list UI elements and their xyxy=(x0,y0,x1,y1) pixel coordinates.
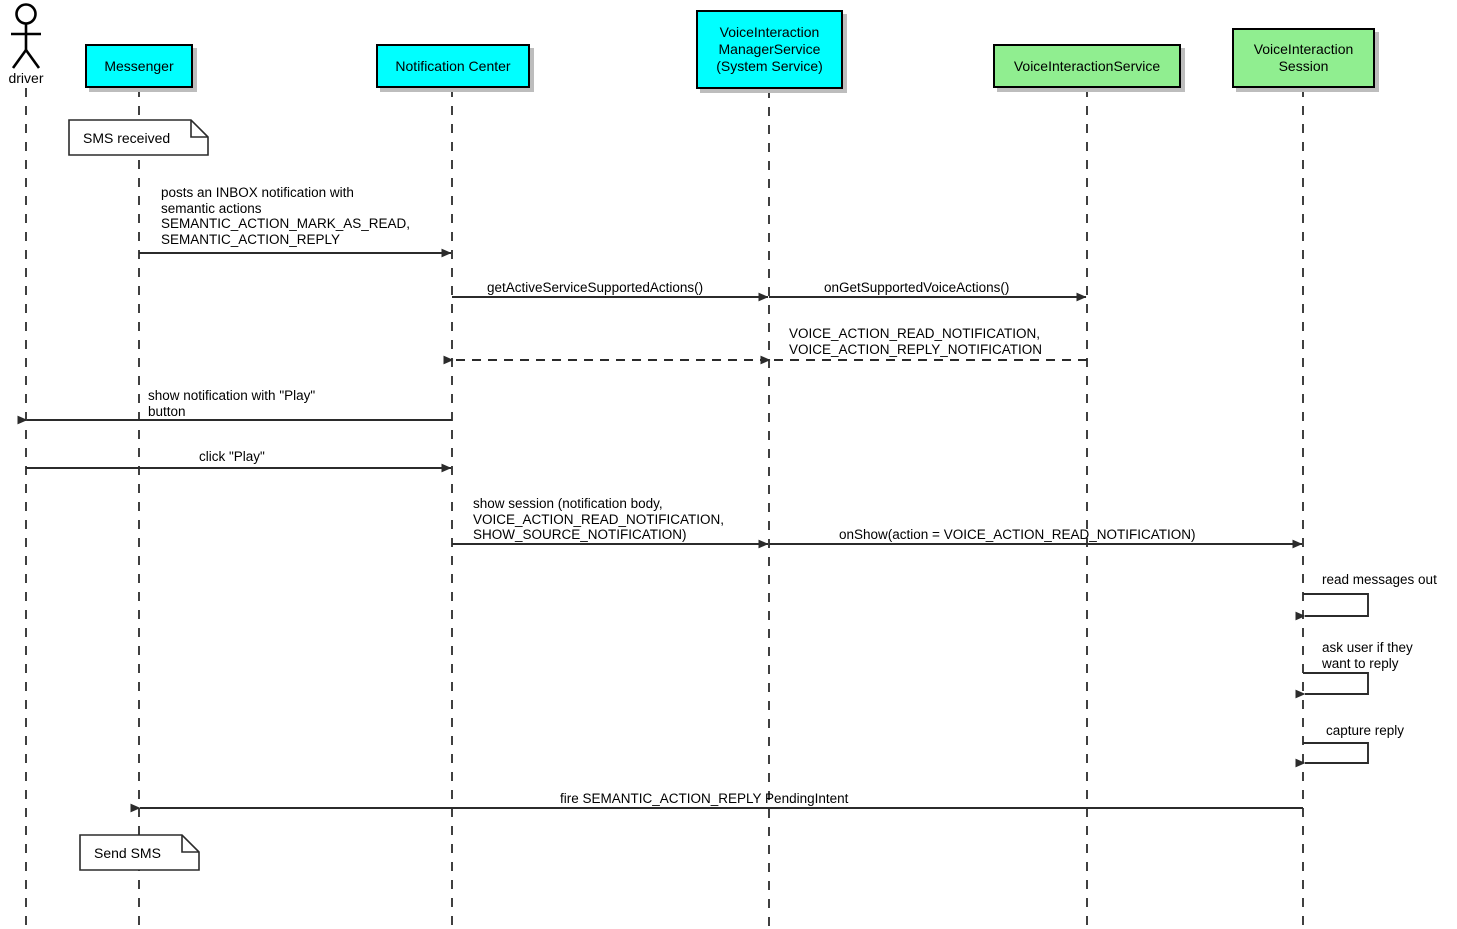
self-message-arrow-self-read-messages-out xyxy=(1295,593,1369,621)
message-label-msg-on-get-supported-voice-actions: onGetSupportedVoiceActions() xyxy=(824,280,1010,295)
actor-driver-figure xyxy=(11,3,41,69)
message-label-msg-get-active-service-supported-actions: getActiveServiceSupportedActions() xyxy=(487,280,704,295)
participant-label-voice-interaction-manager-service: VoiceInteraction ManagerService (System … xyxy=(716,24,823,74)
actor-leg-right xyxy=(24,49,41,69)
message-label-msg-show-notification-with-play-button: show notification with "Play" button xyxy=(148,388,316,419)
note-body-note-sms-received xyxy=(68,119,209,156)
participant-label-messenger: Messenger xyxy=(104,57,174,74)
self-message-arrow-self-ask-user-if-they-want-to-reply xyxy=(1295,672,1369,699)
actor-label-driver: driver xyxy=(8,70,44,86)
participant-box-messenger[interactable]: Messenger xyxy=(85,44,193,88)
self-message-label-self-read-messages-out: read messages out xyxy=(1322,572,1437,587)
participant-label-notification-center: Notification Center xyxy=(395,57,511,74)
participant-box-voice-interaction-manager-service[interactable]: VoiceInteraction ManagerService (System … xyxy=(696,10,843,89)
participant-label-voice-interaction-service: VoiceInteractionService xyxy=(1013,57,1161,74)
participant-box-notification-center[interactable]: Notification Center xyxy=(376,44,530,88)
participant-label-voice-interaction-session: VoiceInteraction Session xyxy=(1253,41,1354,74)
note-shape-note-sms-received xyxy=(68,119,209,156)
participant-box-voice-interaction-service[interactable]: VoiceInteractionService xyxy=(993,44,1181,88)
message-label-msg-show-session: show session (notification body, VOICE_A… xyxy=(473,496,725,542)
note-text-note-send-sms: Send SMS xyxy=(94,844,161,861)
message-label-msg-on-show-action-read-notification: onShow(action = VOICE_ACTION_READ_NOTIFI… xyxy=(839,527,1196,542)
note-body-note-send-sms xyxy=(79,834,200,871)
message-label-msg-click-play: click "Play" xyxy=(199,449,265,464)
message-label-msg-return-voice-actions-to-manager: VOICE_ACTION_READ_NOTIFICATION, VOICE_AC… xyxy=(789,326,1043,357)
actor-leg-left xyxy=(11,49,28,69)
self-message-label-self-ask-user-if-they-want-to-reply: ask user if they want to reply xyxy=(1322,640,1413,671)
self-message-label-self-capture-reply: capture reply xyxy=(1326,723,1405,738)
self-message-arrow-self-capture-reply xyxy=(1295,742,1369,768)
note-text-note-sms-received: SMS received xyxy=(83,129,171,146)
note-shape-note-send-sms xyxy=(79,834,200,871)
message-label-msg-fire-semantic-action-reply-pending-intent: fire SEMANTIC_ACTION_REPLY PendingIntent xyxy=(560,791,849,806)
note-fold-icon-note-sms-received xyxy=(190,120,208,138)
participant-box-voice-interaction-session[interactable]: VoiceInteraction Session xyxy=(1232,28,1375,88)
message-label-msg-post-inbox-notification: posts an INBOX notification with semanti… xyxy=(161,185,411,247)
actor-head-icon xyxy=(15,3,37,25)
note-fold-icon-note-send-sms xyxy=(181,835,199,853)
